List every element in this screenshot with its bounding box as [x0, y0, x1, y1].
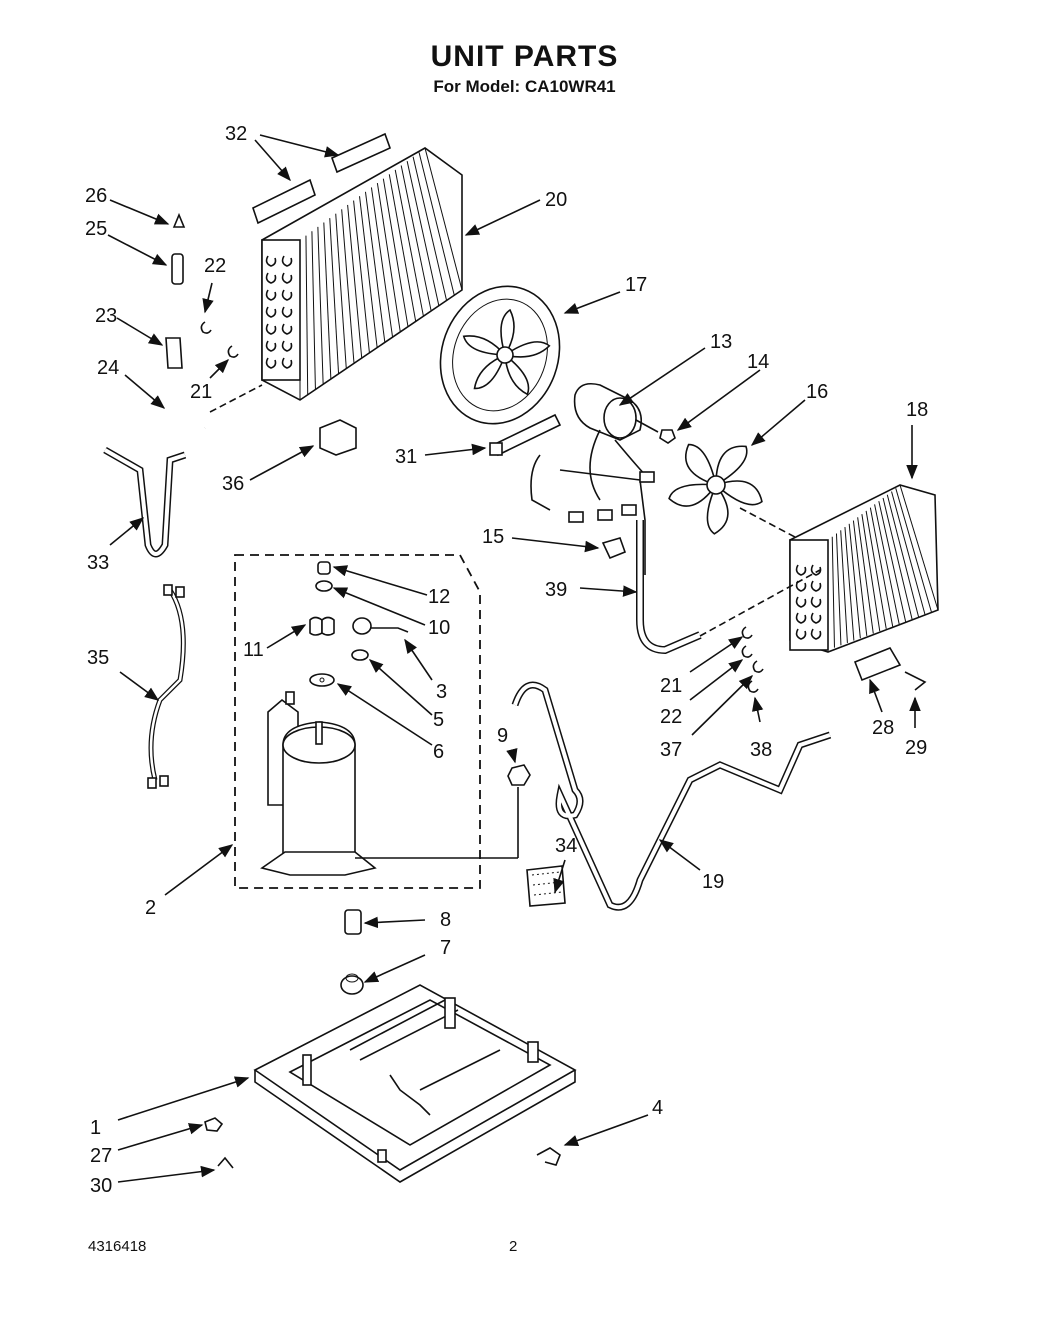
callout-29: 29 [905, 737, 927, 759]
callout-17: 17 [625, 274, 647, 296]
callout-39: 39 [545, 579, 567, 601]
callout-20: 20 [545, 189, 567, 211]
clip-part-30 [217, 1156, 234, 1169]
clip-part-4 [536, 1147, 561, 1166]
callout-10: 10 [428, 617, 450, 639]
nut-part [659, 429, 676, 444]
callout-21: 21 [190, 381, 212, 403]
sound-pad [526, 865, 566, 907]
callout-23: 23 [95, 305, 117, 327]
page-title: UNIT PARTS [430, 40, 619, 73]
foam-block [319, 419, 357, 456]
callout-38: 38 [750, 739, 772, 761]
mount-sleeve [344, 909, 362, 935]
callout-14: 14 [747, 351, 769, 373]
callout-31: 31 [395, 446, 417, 468]
page-number: 2 [509, 1238, 518, 1255]
callout-15: 15 [482, 526, 504, 548]
callout-22b: 22 [660, 706, 682, 728]
suction-tube [636, 520, 702, 655]
callout-6: 6 [433, 741, 444, 763]
callout-4: 4 [652, 1097, 663, 1119]
grommet [340, 973, 364, 995]
callout-21b: 21 [660, 675, 682, 697]
callout-7: 7 [440, 937, 451, 959]
clip-part [601, 537, 627, 560]
screw-part [204, 1117, 224, 1132]
callout-34: 34 [555, 835, 577, 857]
condenser-coil [261, 147, 463, 401]
callout-24: 24 [97, 357, 119, 379]
callout-8: 8 [440, 909, 451, 931]
model-subtitle: For Model: CA10WR41 [433, 77, 616, 96]
evaporator-coil [789, 484, 939, 653]
callout-26: 26 [85, 185, 107, 207]
callout-27: 27 [90, 1145, 112, 1167]
callout-25: 25 [85, 218, 107, 240]
fan-shroud [439, 285, 561, 425]
bracket-part [904, 671, 927, 691]
callout-1: 1 [90, 1117, 101, 1139]
compressor-small-parts [309, 561, 409, 687]
leader-arrows [107, 134, 921, 1183]
base-pan [253, 984, 577, 1183]
callout-19: 19 [702, 871, 724, 893]
callout-13: 13 [710, 331, 732, 353]
fan-blade [668, 443, 763, 535]
foam-strip-parts [252, 132, 392, 225]
motor-bracket [530, 454, 655, 575]
drain-tube [103, 446, 187, 558]
wire-harness [147, 584, 186, 789]
callout-37: 37 [660, 739, 682, 761]
callout-28: 28 [872, 717, 894, 739]
callout-36: 36 [222, 473, 244, 495]
filter-part [853, 647, 902, 682]
resistor-strip [489, 413, 562, 457]
callout-12: 12 [428, 586, 450, 608]
callout-16: 16 [806, 381, 828, 403]
discharge-tube [511, 681, 832, 911]
callout-3: 3 [436, 681, 447, 703]
callout-22: 22 [204, 255, 226, 277]
callout-32: 32 [225, 123, 247, 145]
document-number: 4316418 [88, 1238, 147, 1255]
callout-30: 30 [90, 1175, 112, 1197]
callout-33: 33 [87, 552, 109, 574]
callout-labels: 32 20 26 25 22 23 21 24 33 35 36 17 13 1… [85, 123, 928, 1197]
callout-5: 5 [433, 709, 444, 731]
capillary-tube-parts [165, 212, 206, 437]
callout-35: 35 [87, 647, 109, 669]
callout-18: 18 [906, 399, 928, 421]
nut-part-9 [507, 764, 531, 786]
callout-11: 11 [243, 639, 264, 661]
callout-2: 2 [145, 897, 156, 919]
compressor-group-outline [234, 554, 481, 889]
callout-9: 9 [497, 725, 508, 747]
clip-parts-left [200, 321, 239, 358]
compressor [260, 691, 519, 876]
